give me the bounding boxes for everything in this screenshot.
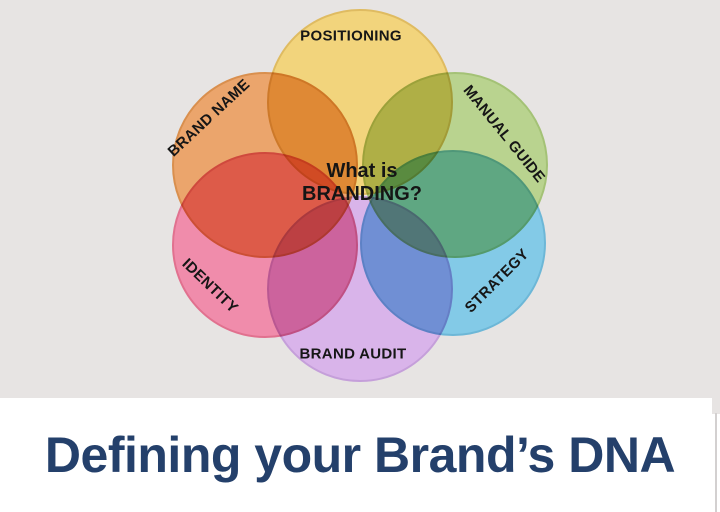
label-brand-audit: BRAND AUDIT [299,345,407,363]
center-title-line1: What is [326,160,398,182]
venn-circle-group [172,9,548,382]
slide-edge-line [715,413,717,512]
slide-edge-patch [712,398,720,414]
branding-venn-diagram: POSITIONING MANUAL GUIDE STRATEGY BRAND … [165,9,548,382]
label-positioning: POSITIONING [300,27,402,45]
slide-title: Defining your Brand’s DNA [44,427,676,483]
title-band: Defining your Brand’s DNA [0,398,720,512]
center-title-line2: BRANDING? [302,183,422,205]
diagram-center-title: What is BRANDING? [302,160,422,206]
circle-brand-name [172,72,358,258]
